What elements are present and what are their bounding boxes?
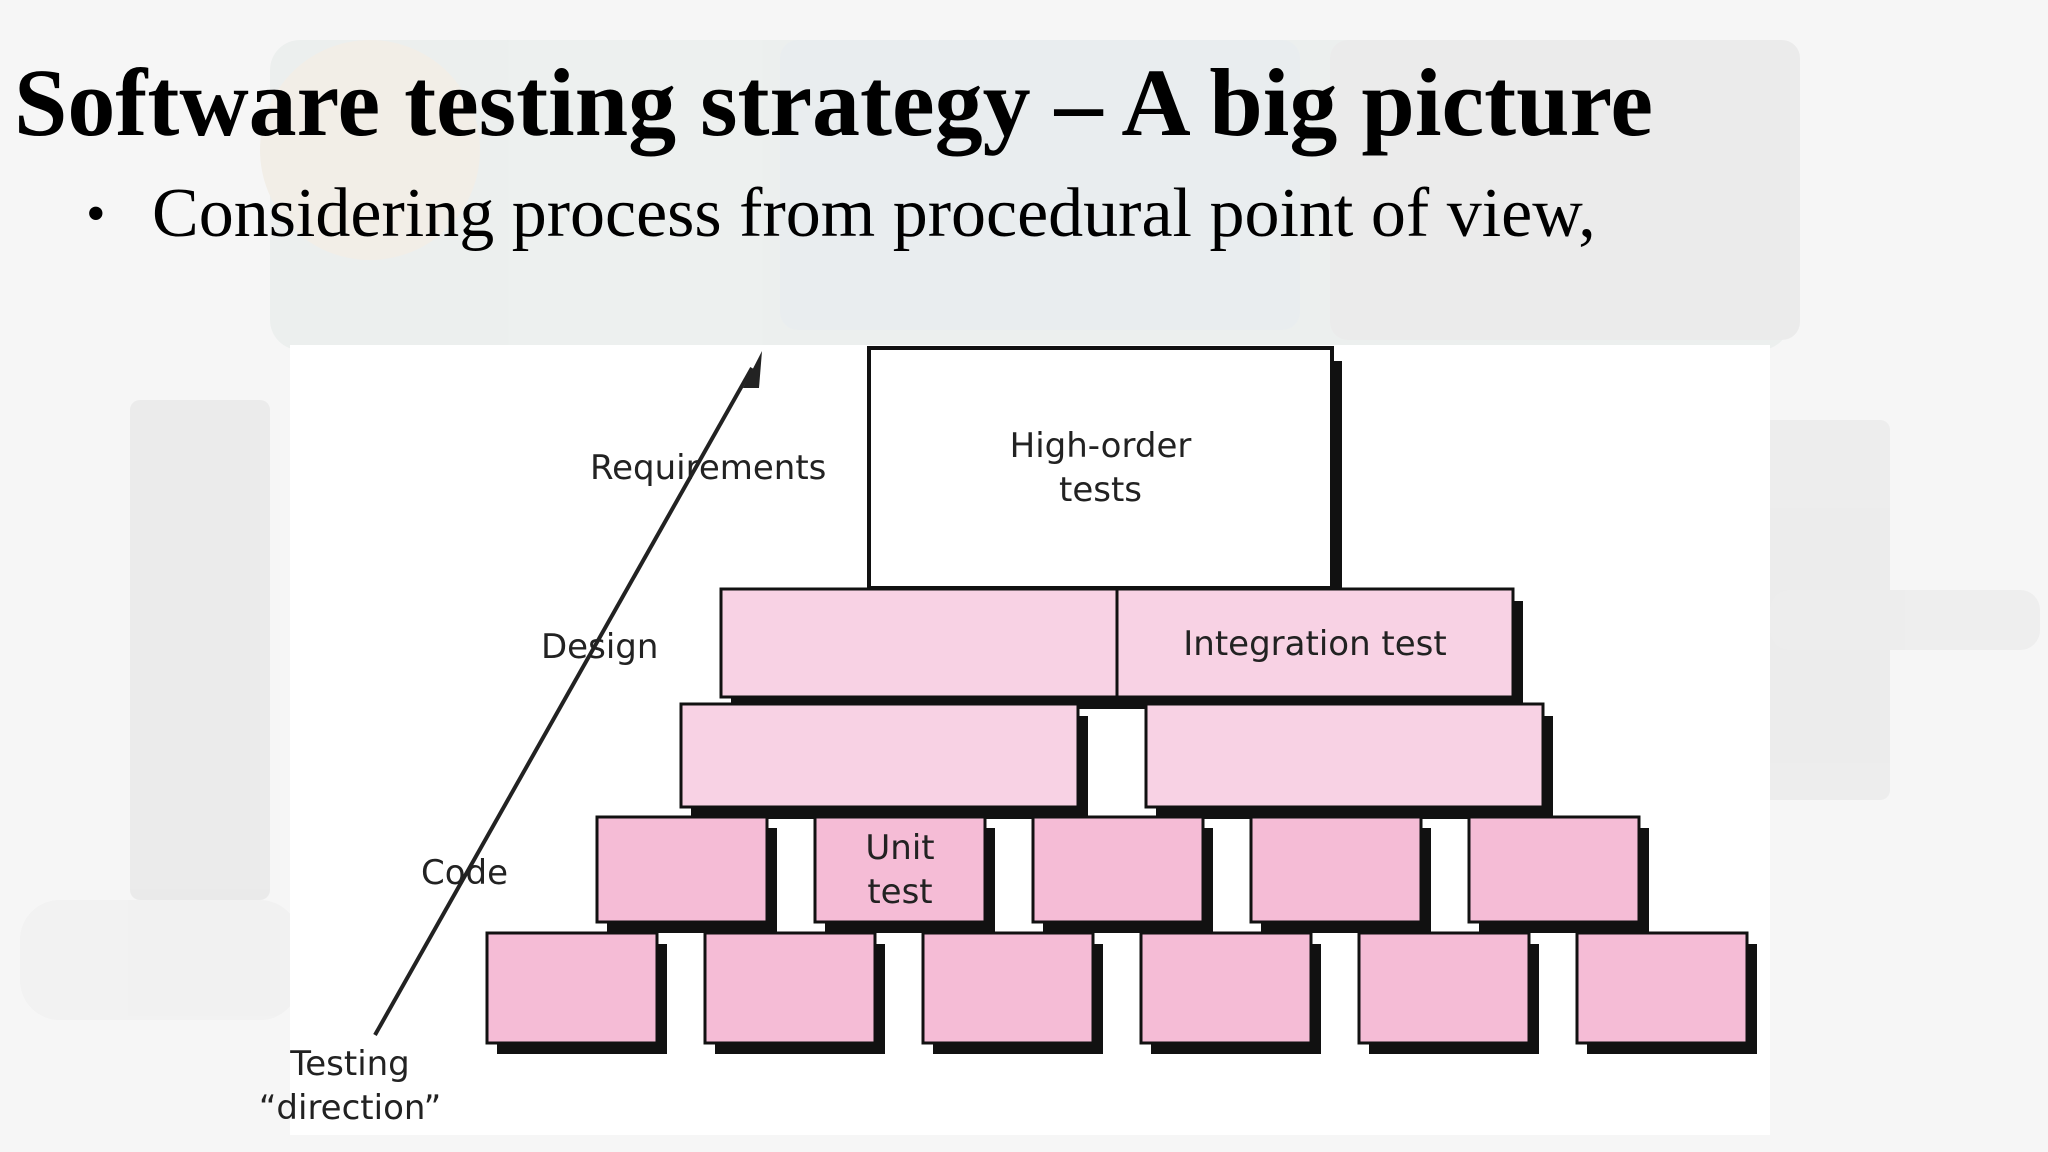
unit-test-block [1249,815,1423,924]
unit-test-block [921,931,1095,1045]
high-order-label: High-order tests [1009,426,1192,510]
unit-test-block [485,931,659,1045]
unit-test-block [703,931,877,1045]
unit-test-block [1467,815,1641,924]
integration-test-label: Integration test [1183,624,1447,664]
integration-block-right [1115,587,1515,699]
bullet-dot-icon: • [86,183,106,245]
bullet-item: • Considering process from procedural poi… [86,172,1596,256]
design-label: Design [541,627,659,667]
unit-row-lower [485,931,1757,1054]
testing-direction-arrow [373,367,754,1036]
integration-block [679,702,1080,809]
unit-test-block [813,815,987,924]
unit-test-block [595,815,769,924]
unit-test-block [1031,815,1205,924]
unit-row-upper [595,815,1649,933]
integration-block [1144,702,1545,809]
testing-direction-label: Testing “direction” [258,1044,442,1128]
unit-test-block [1139,931,1313,1045]
arrowhead-icon [743,351,762,388]
code-label: Code [421,853,509,893]
requirements-label: Requirements [590,448,827,488]
unit-test-block [1575,931,1749,1045]
unit-test-label: Unit test [865,828,935,912]
integration-block-left [719,587,1119,699]
unit-test-block [1357,931,1531,1045]
slide-title: Software testing strategy – A big pictur… [14,49,1653,156]
bullet-text: Considering process from procedural poin… [152,175,1596,252]
